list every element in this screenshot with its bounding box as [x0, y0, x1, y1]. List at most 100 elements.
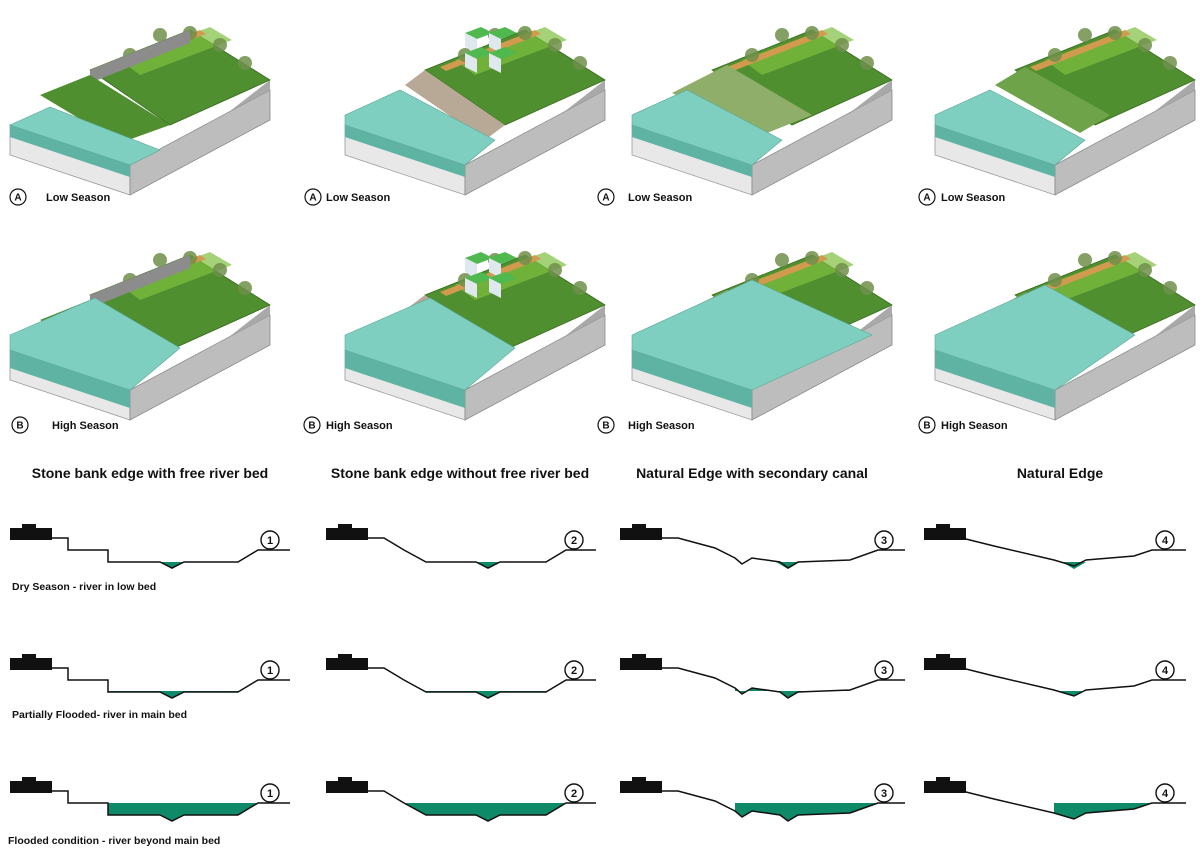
tree — [238, 281, 252, 295]
building-block-top — [936, 654, 950, 660]
block-natural-high-season — [934, 251, 1196, 421]
section-number: 1 — [267, 788, 273, 800]
section-number-circle — [1155, 660, 1175, 680]
vegetation-patch — [120, 252, 232, 300]
tree — [835, 38, 849, 52]
block-canal-high-season — [631, 251, 893, 421]
section-number-circle — [874, 660, 894, 680]
season-letter: A — [309, 193, 316, 204]
section-number: 3 — [881, 788, 887, 800]
section-ground-line — [326, 790, 596, 822]
section-water — [108, 691, 238, 698]
building-roof — [465, 27, 493, 39]
building-wall — [465, 53, 477, 73]
section-ground-line — [924, 667, 1186, 697]
building-block — [326, 781, 368, 793]
section-ground-line — [924, 790, 1186, 820]
building-block — [620, 528, 662, 540]
tree — [153, 253, 167, 267]
building-block-top — [22, 777, 36, 783]
water-front — [935, 125, 1055, 177]
section-ground-line — [620, 790, 905, 822]
tree — [1138, 38, 1152, 52]
section-water — [68, 803, 290, 821]
building-block — [924, 781, 966, 793]
vegetation-patch — [120, 27, 232, 75]
building-block-top — [632, 654, 646, 660]
water-front — [10, 350, 130, 408]
water-surface — [344, 89, 496, 166]
water-surface — [934, 89, 1086, 166]
stone-wall — [90, 255, 190, 308]
section-water — [404, 803, 596, 821]
block-stone-nofree-low-season — [344, 26, 606, 196]
season-letter-circle — [597, 416, 615, 434]
column-title-1: Stone bank edge with free river bed — [32, 465, 269, 481]
building-roof — [465, 272, 493, 284]
water-front — [10, 125, 130, 177]
section-caption-partial: Partially Flooded- river in main bed — [12, 709, 187, 721]
block-stone-free-high-season — [9, 251, 271, 421]
tree — [213, 263, 227, 277]
season-letter: A — [602, 193, 609, 204]
section-1-dry: 1 — [10, 524, 290, 569]
season-label-text: Low Season — [941, 192, 1005, 204]
building-roof — [489, 27, 517, 39]
section-water — [735, 688, 850, 698]
section-water — [476, 562, 500, 569]
tree — [1078, 28, 1092, 42]
season-letter-circle — [304, 188, 322, 206]
building-wall — [465, 33, 477, 53]
section-2-flood: 2 — [326, 777, 596, 822]
section-water — [426, 691, 546, 698]
season-label-text: Low Season — [326, 192, 390, 204]
block-natural-low-season — [934, 26, 1196, 196]
building-roof — [465, 252, 493, 264]
building-wall — [465, 258, 477, 278]
building-roof — [489, 272, 517, 284]
building-roof — [465, 47, 493, 59]
column-title-3: Natural Edge with secondary canal — [636, 465, 868, 481]
building-block-top — [338, 654, 352, 660]
free-river-bed — [40, 75, 170, 143]
section-3-flood: 3 — [620, 777, 905, 822]
section-number-circle — [260, 783, 280, 803]
section-caption-dry: Dry Season - river in low bed — [12, 581, 156, 593]
tree — [860, 56, 874, 70]
building-block-top — [338, 524, 352, 530]
tree — [1138, 263, 1152, 277]
water-surface — [9, 297, 181, 391]
block-right-face — [464, 89, 606, 196]
section-4-flood: 4 — [924, 777, 1186, 820]
building-block — [326, 528, 368, 540]
vegetation-patch — [742, 27, 854, 75]
section-number: 3 — [881, 665, 887, 677]
season-letter-circle — [11, 416, 29, 434]
building-wall — [489, 53, 501, 73]
season-letter: B — [308, 421, 315, 432]
section-water — [1054, 803, 1186, 819]
natural-slope — [995, 67, 1110, 133]
section-number: 2 — [571, 788, 577, 800]
building-roof — [489, 47, 517, 59]
season-letter-circle — [303, 416, 321, 434]
tree — [573, 56, 587, 70]
block-canal-low-season — [631, 26, 893, 196]
section-number-circle — [564, 530, 584, 550]
building-block — [326, 658, 368, 670]
building-block-top — [632, 777, 646, 783]
building-roof — [489, 252, 517, 264]
column-titles: Stone bank edge with free river bed Ston… — [32, 465, 1104, 481]
section-number: 2 — [571, 535, 577, 547]
section-ground-line — [10, 537, 290, 569]
season-label-text: High Season — [52, 420, 119, 432]
building-block — [620, 781, 662, 793]
tree — [775, 28, 789, 42]
tree — [1163, 56, 1177, 70]
tree — [1163, 281, 1177, 295]
